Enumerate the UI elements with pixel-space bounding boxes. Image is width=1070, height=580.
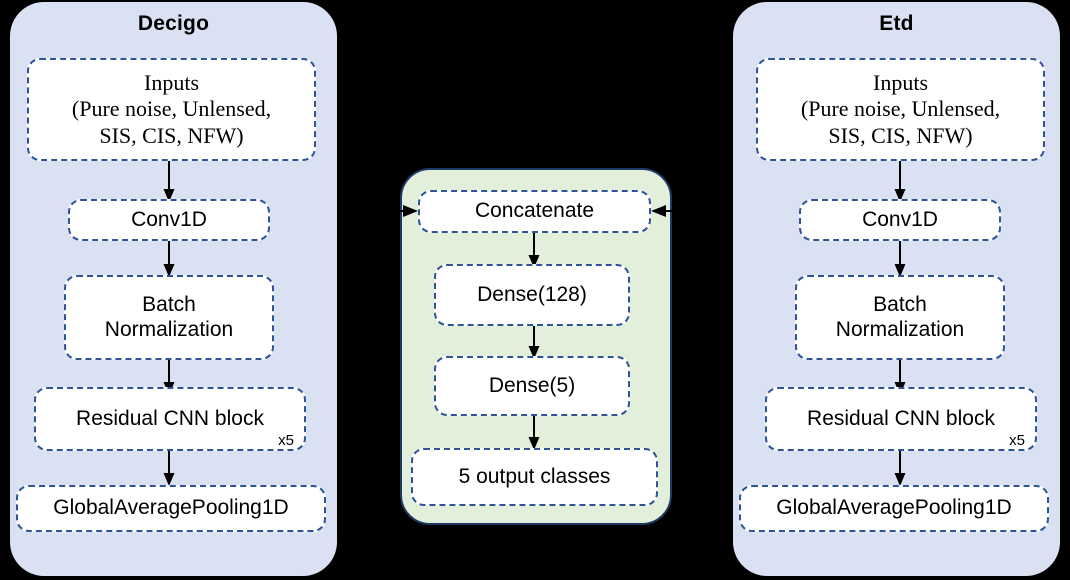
arrow-decigo-conv1d-to-batchnorm: [162, 241, 176, 277]
node-decigo-inputs[interactable]: Inputs (Pure noise, Unlensed, SIS, CIS, …: [27, 58, 316, 161]
branch-title-etd: Etd: [879, 12, 914, 35]
arrow-merge-from-decigo: [365, 204, 418, 218]
node-decigo-global-average-pooling[interactable]: GlobalAveragePooling1D: [16, 485, 326, 532]
node-etd-residual-repeat-count: x5: [1009, 432, 1025, 449]
node-output-classes[interactable]: 5 output classes: [411, 448, 658, 506]
arrow-dense5-to-output: [527, 416, 541, 450]
arrow-dense128-to-dense5: [527, 326, 541, 359]
node-dense-5[interactable]: Dense(5): [434, 356, 630, 416]
arrow-etd-residual-to-gap: [893, 451, 907, 486]
arrow-decigo-inputs-to-conv1d: [162, 161, 176, 202]
node-etd-residual-label: Residual CNN block: [807, 406, 995, 430]
node-decigo-batch-normalization[interactable]: Batch Normalization: [64, 275, 274, 360]
branch-title-decigo: Decigo: [137, 12, 210, 35]
arrow-merge-from-etd: [651, 204, 704, 218]
node-decigo-conv1d[interactable]: Conv1D: [68, 199, 270, 241]
arrow-concatenate-to-dense128: [527, 233, 541, 268]
arrow-etd-conv1d-to-batchnorm: [893, 241, 907, 277]
node-decigo-residual-cnn-block[interactable]: Residual CNN block x5: [34, 387, 306, 451]
node-concatenate[interactable]: Concatenate: [418, 190, 651, 233]
node-etd-residual-cnn-block[interactable]: Residual CNN block x5: [765, 387, 1037, 451]
node-dense-128[interactable]: Dense(128): [434, 264, 630, 326]
node-decigo-residual-repeat-count: x5: [278, 432, 294, 449]
node-decigo-residual-label: Residual CNN block: [76, 406, 264, 430]
arrow-etd-inputs-to-conv1d: [893, 161, 907, 202]
arrow-decigo-residual-to-gap: [162, 451, 176, 486]
node-etd-batch-normalization[interactable]: Batch Normalization: [795, 275, 1005, 360]
node-etd-inputs[interactable]: Inputs (Pure noise, Unlensed, SIS, CIS, …: [756, 58, 1045, 161]
node-etd-global-average-pooling[interactable]: GlobalAveragePooling1D: [739, 485, 1049, 532]
node-etd-conv1d[interactable]: Conv1D: [799, 199, 1001, 241]
